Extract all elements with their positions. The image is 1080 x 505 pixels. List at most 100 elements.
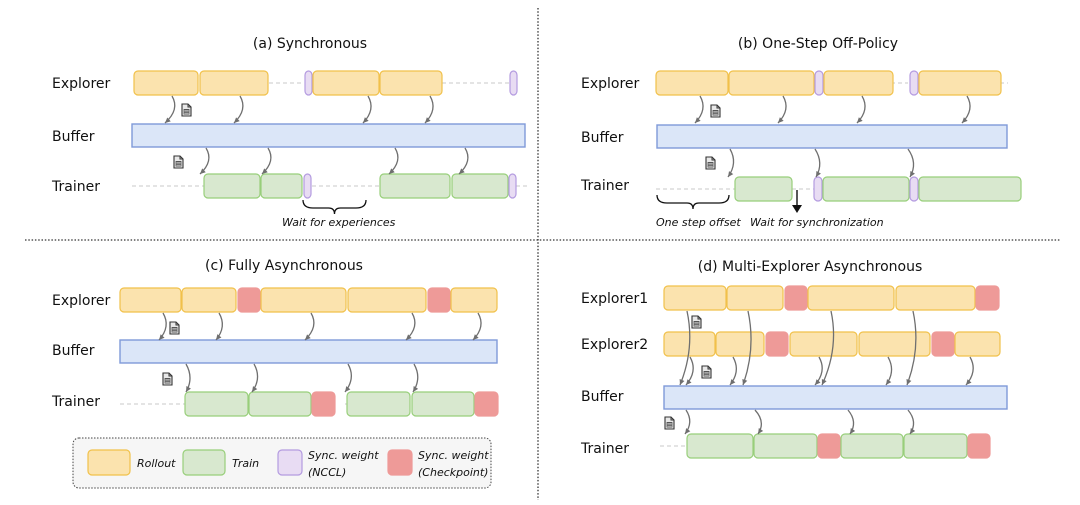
nccl-block [909, 70, 919, 96]
legend-label: Sync. weight [308, 449, 379, 462]
row-label-explorer: Explorer [52, 293, 111, 309]
document-icon [710, 104, 721, 118]
data-flow-arrow [856, 95, 866, 124]
nccl-block [509, 70, 518, 96]
data-flow-arrow [742, 310, 752, 386]
rollout-block [133, 70, 199, 96]
train-block [822, 176, 910, 202]
panel-b-one-step-off-policy: (b) One-Step Off-PolicyExplorerBufferTra… [580, 36, 1022, 229]
legend-item-ckpt: Sync. weight (Checkpoint) [387, 449, 489, 479]
buffer-block [663, 385, 1008, 410]
rollout-block [119, 287, 182, 313]
legend-swatch-ckpt [387, 449, 413, 476]
row-label-explorer2: Explorer2 [581, 337, 648, 353]
rollout-block [954, 331, 1001, 357]
rollout-block [823, 70, 894, 96]
panel-title: (b) One-Step Off-Policy [738, 36, 898, 52]
data-flow-arrow [199, 147, 210, 175]
rollout-block [807, 285, 895, 311]
panel-c-fully-asynchronous: (c) Fully AsynchronousExplorerBufferTrai… [51, 258, 499, 417]
data-flow-arrow [754, 409, 764, 435]
rollout-block [181, 287, 237, 313]
legend-label: (Checkpoint) [418, 466, 488, 479]
data-flow-arrow [458, 147, 469, 175]
document-icon [701, 365, 712, 379]
brace [302, 199, 367, 215]
ckpt-block [237, 287, 261, 313]
annotation-one-step-offset: One step offset [656, 216, 741, 229]
ckpt-block [931, 331, 955, 357]
rollout-block [895, 285, 976, 311]
nccl-block [814, 70, 824, 96]
rollout-block [858, 331, 931, 357]
train-block [379, 173, 451, 199]
ckpt-block [817, 433, 841, 459]
data-flow-arrow [814, 148, 821, 178]
data-flow-arrow [777, 95, 787, 124]
train-block [203, 173, 261, 199]
data-flow-arrow [847, 409, 856, 435]
train-block [411, 391, 475, 417]
legend-label: Train [232, 457, 259, 470]
buffer-block [119, 339, 498, 364]
panel-a-synchronous: (a) SynchronousExplorerBufferTrainerWait… [51, 36, 530, 229]
nccl-block [909, 176, 919, 202]
ckpt-block [765, 331, 789, 357]
data-flow-arrow [424, 95, 434, 124]
data-flow-arrow [261, 147, 272, 175]
row-label-explorer: Explorer [581, 76, 640, 92]
ckpt-block [784, 285, 808, 311]
document-icon [162, 372, 173, 386]
rollout-block [918, 70, 1002, 96]
document-icon [705, 156, 716, 170]
data-flow-arrow [961, 95, 971, 124]
legend-item-rollout: Rollout [87, 449, 176, 476]
row-label-explorer: Explorer [52, 76, 111, 92]
data-flow-arrow [694, 95, 704, 124]
data-flow-arrow [679, 310, 691, 386]
data-flow-arrow [472, 312, 482, 341]
legend-item-nccl: Sync. weight(NCCL) [277, 449, 379, 479]
nccl-block [813, 176, 823, 202]
train-block [918, 176, 1022, 202]
rollout-block [379, 70, 443, 96]
data-flow-arrow [405, 312, 416, 341]
data-flow-arrow [344, 363, 352, 393]
nccl-block [304, 70, 313, 96]
row-label-trainer: Trainer [580, 441, 629, 457]
data-flow-arrow [885, 356, 893, 386]
data-flow-arrow [158, 312, 167, 341]
data-flow-arrow [304, 312, 315, 341]
ckpt-block [967, 433, 991, 459]
train-block [753, 433, 818, 459]
buffer-block [131, 123, 526, 148]
nccl-block [508, 173, 517, 199]
data-flow-arrow [251, 363, 259, 393]
legend-swatch-nccl [277, 449, 303, 476]
legend-label: Sync. weight [418, 449, 489, 462]
panel-title: (a) Synchronous [253, 36, 367, 52]
train-block [248, 391, 312, 417]
legend-label: Rollout [137, 457, 176, 470]
document-icon [664, 416, 675, 430]
legend-swatch-rollout [87, 449, 131, 476]
down-arrow-head [792, 205, 802, 213]
rollout-block [312, 70, 380, 96]
rollout-block [789, 331, 858, 357]
data-flow-arrow [727, 148, 735, 178]
train-block [260, 173, 303, 199]
data-flow-arrow [684, 409, 691, 435]
panel-title: (d) Multi-Explorer Asynchronous [698, 259, 923, 275]
train-block [903, 433, 968, 459]
rollout-block [728, 70, 815, 96]
data-flow-arrow [215, 312, 223, 341]
ckpt-block [975, 285, 1000, 311]
brace [656, 194, 730, 210]
row-label-trainer: Trainer [580, 178, 629, 194]
rollout-block [655, 70, 729, 96]
rollout-block [663, 285, 727, 311]
data-flow-arrow [185, 363, 191, 393]
panel-title: (c) Fully Asynchronous [205, 258, 363, 274]
data-flow-arrow [362, 95, 372, 124]
document-icon [181, 103, 192, 117]
